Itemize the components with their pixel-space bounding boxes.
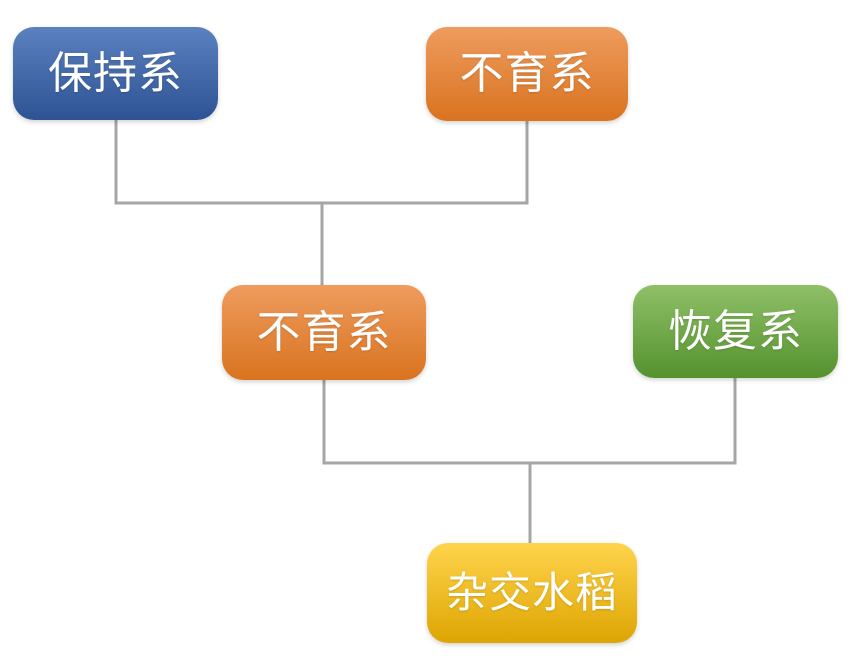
node-maintainer-line-label: 保持系 <box>48 48 183 98</box>
node-sterile-line-middle-label: 不育系 <box>256 307 392 357</box>
node-hybrid-rice: 杂交水稻 <box>427 543 637 643</box>
node-maintainer-line: 保持系 <box>13 27 218 120</box>
edge-sterile-restorer-join <box>322 377 737 465</box>
edge-maintainer-sterile-join <box>114 120 529 205</box>
node-hybrid-rice-label: 杂交水稻 <box>445 569 618 616</box>
node-sterile-line-middle: 不育系 <box>222 285 426 380</box>
node-sterile-line-top-label: 不育系 <box>459 49 595 98</box>
node-sterile-line-top: 不育系 <box>426 27 628 121</box>
node-restorer-line: 恢复系 <box>633 285 838 378</box>
node-restorer-line-label: 恢复系 <box>668 306 803 356</box>
